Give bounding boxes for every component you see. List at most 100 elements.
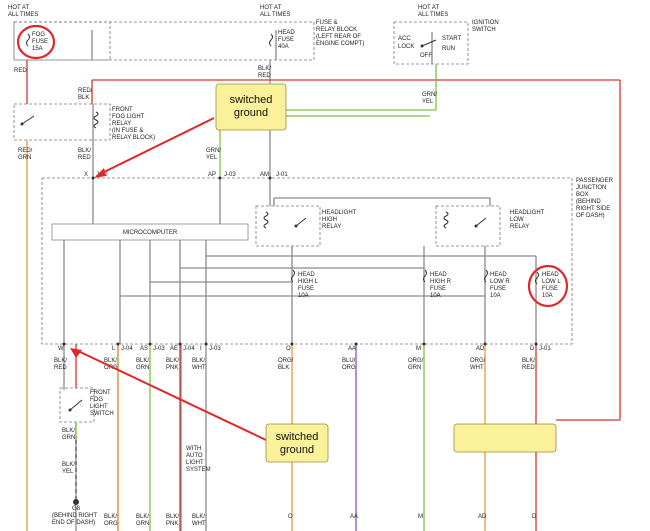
bottom-callout-arrow bbox=[75, 349, 267, 441]
svg-text:WHT: WHT bbox=[470, 365, 484, 371]
low-relay-outline bbox=[435, 205, 501, 247]
svg-text:D: D bbox=[532, 514, 537, 520]
term-d-conn: J-01 bbox=[539, 346, 551, 352]
term-aa: AA bbox=[348, 346, 356, 352]
ign-start: START bbox=[442, 36, 461, 42]
ignition-switch-outline bbox=[393, 21, 469, 65]
svg-text:ORG: ORG bbox=[104, 521, 118, 527]
fog-fuse-3: 15A bbox=[32, 46, 43, 52]
wire-grn-yel-mid-2: YEL bbox=[206, 155, 218, 161]
ignition-1: IGNITION bbox=[472, 20, 499, 26]
wire-grn-yel-mid-1: GRN/ bbox=[206, 148, 221, 154]
high-relay-symbol bbox=[263, 211, 307, 229]
fuse-high-l-4: 10A bbox=[298, 293, 309, 299]
wire-blk-red-top-1: BLK/ bbox=[258, 66, 271, 72]
wire-red-grn-1: RED/ bbox=[18, 148, 33, 154]
term-d: D bbox=[530, 346, 535, 352]
term-l-conn: J-04 bbox=[121, 346, 133, 352]
fog-relay-4: (IN FUSE & bbox=[112, 128, 143, 134]
wire-red-top: RED bbox=[14, 68, 27, 74]
ignition-switch-symbol bbox=[420, 39, 437, 48]
low-relay-3: RELAY bbox=[510, 224, 529, 230]
high-relay-1: HEADLIGHT bbox=[322, 210, 357, 216]
hot-mid-2: ALL TIMES bbox=[260, 12, 290, 18]
svg-text:M: M bbox=[418, 514, 423, 520]
microcomputer-box bbox=[51, 223, 249, 241]
svg-text:GRN: GRN bbox=[136, 365, 149, 371]
fog-switch-2: FOG bbox=[90, 397, 103, 403]
wire-grn-yel-top-1: GRN/ bbox=[422, 92, 437, 98]
hot-left-1: HOT AT bbox=[8, 5, 29, 11]
fuse-high-l-1: HEAD bbox=[298, 272, 315, 278]
blk-grn-2: GRN bbox=[62, 435, 75, 441]
fog-relay-5: RELAY BLOCK) bbox=[112, 135, 155, 141]
fuse-low-l-3: FUSE bbox=[542, 286, 558, 292]
svg-text:PNK: PNK bbox=[166, 365, 178, 371]
fuse-high-l-2: HIGH L bbox=[298, 279, 319, 285]
fuse-high-r-3: FUSE bbox=[430, 286, 446, 292]
svg-text:BLK: BLK bbox=[278, 365, 289, 371]
right-callout-empty bbox=[453, 423, 557, 453]
svg-text:RED: RED bbox=[54, 365, 67, 371]
term-ad: AD bbox=[476, 346, 485, 352]
junction-1: PASSENGER bbox=[576, 178, 614, 184]
svg-text:BLK/: BLK/ bbox=[192, 358, 205, 364]
hot-mid-1: HOT AT bbox=[260, 5, 281, 11]
low-relay-symbol bbox=[443, 211, 487, 229]
bottom-wire-labels-lower: BLK/ORG BLK/GRN BLK/PNK BLK/WHT O AA M A… bbox=[104, 514, 537, 527]
microcomputer-label: MICROCOMPUTER bbox=[123, 230, 178, 236]
svg-text:WHT: WHT bbox=[192, 521, 206, 527]
ground-symbol bbox=[73, 499, 79, 505]
fuse-high-l-3: FUSE bbox=[298, 286, 314, 292]
blk-yel-1: BLK/ bbox=[62, 462, 75, 468]
top-callout bbox=[215, 83, 287, 131]
bottom-wire-labels-upper: BLK/RED BLK/ORG BLK/GRN BLK/PNK BLK/WHT … bbox=[54, 358, 535, 371]
wire-red-blk-1: RED/ bbox=[78, 88, 93, 94]
hot-right-2: ALL TIMES bbox=[418, 12, 448, 18]
top-callout-line1: switched bbox=[230, 94, 273, 106]
fuse-block-4: ENGINE COMPT) bbox=[316, 41, 364, 47]
g8-1: G8 bbox=[72, 506, 81, 512]
fuse-low-l-4: 10A bbox=[542, 293, 553, 299]
bottom-terminals: W L J-04 AS J-03 AE J-04 I J-03 O AA M A… bbox=[58, 346, 551, 352]
svg-text:GRN: GRN bbox=[408, 365, 421, 371]
head-fuse-3: 40A bbox=[278, 44, 289, 50]
ign-lock: LOCK bbox=[398, 44, 414, 50]
fuse-high-r-4: 10A bbox=[430, 293, 441, 299]
term-w: W bbox=[58, 346, 64, 352]
term-o: O bbox=[286, 346, 291, 352]
fuse-relay-block-outline bbox=[13, 21, 315, 61]
wire-red-blk-2: BLK bbox=[78, 95, 89, 101]
svg-text:ORG/: ORG/ bbox=[278, 358, 294, 364]
top-callout-line2: ground bbox=[234, 107, 268, 119]
svg-text:PNK: PNK bbox=[166, 521, 178, 527]
fuse-low-r-2: LOW R bbox=[490, 279, 510, 285]
wire-blk-red-mid-1: BLK/ bbox=[78, 148, 91, 154]
svg-text:GRN: GRN bbox=[136, 521, 149, 527]
wire-red-grn-2: GRN bbox=[18, 155, 31, 161]
term-m: M bbox=[416, 346, 421, 352]
high-relay-outline bbox=[255, 205, 321, 247]
fog-switch-4: SWITCH bbox=[90, 411, 114, 417]
ignition-2: SWITCH bbox=[472, 27, 496, 33]
fuse-low-r-1: HEAD bbox=[490, 272, 507, 278]
hot-right-1: HOT AT bbox=[418, 5, 439, 11]
svg-text:BLK/: BLK/ bbox=[136, 514, 149, 520]
term-ae-conn: J-04 bbox=[183, 346, 195, 352]
head-fuse-icon bbox=[269, 33, 273, 47]
junction-2: JUNCTION bbox=[576, 185, 606, 191]
svg-text:AD: AD bbox=[478, 514, 487, 520]
hot-left-2: ALL TIMES bbox=[8, 12, 38, 18]
svg-text:ORG/: ORG/ bbox=[408, 358, 424, 364]
svg-text:ORG/: ORG/ bbox=[470, 358, 486, 364]
high-relay-2: HIGH bbox=[322, 217, 337, 223]
svg-text:AA: AA bbox=[350, 514, 358, 520]
svg-text:ORG: ORG bbox=[104, 365, 118, 371]
fog-switch-symbol bbox=[68, 399, 83, 412]
fog-switch-outline bbox=[59, 387, 95, 423]
fog-relay-2: FOG LIGHT bbox=[112, 114, 145, 120]
term-as: AS bbox=[140, 346, 148, 352]
bottom-callout-line2: ground bbox=[280, 444, 314, 456]
fuse-low-r-icon bbox=[484, 269, 488, 283]
term-x-pin: X bbox=[84, 172, 88, 178]
